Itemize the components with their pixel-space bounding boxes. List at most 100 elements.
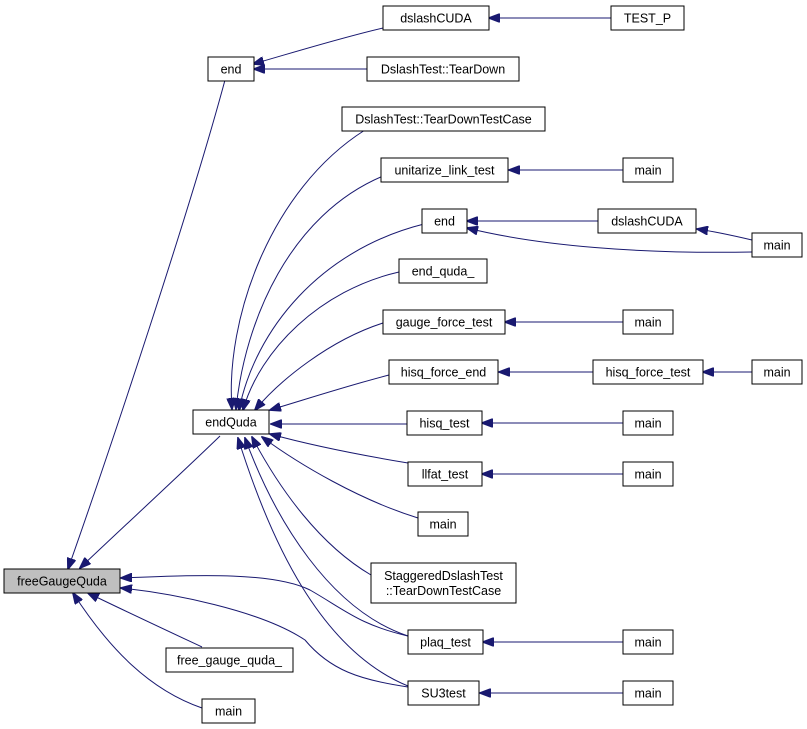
edge-dslashCUDA-to-end	[253, 27, 384, 64]
node-box	[592, 359, 704, 385]
edge-plaq_test-to-freeGaugeQuda	[121, 576, 409, 637]
node-box	[622, 680, 674, 706]
node-label: main	[634, 417, 661, 431]
node-test-p[interactable]: TEST_P	[610, 5, 685, 31]
node-dslashtest-teardown[interactable]: DslashTest::TearDown	[366, 56, 520, 82]
edge-unitarize-to-endQuda	[236, 175, 384, 409]
node-hisq-test[interactable]: hisq_test	[406, 410, 483, 436]
node-label: DslashTest::TearDown	[381, 63, 505, 77]
node-free-gauge-quda-[interactable]: free_gauge_quda_	[165, 647, 294, 673]
node-unitarize-link-test[interactable]: unitarize_link_test	[380, 157, 509, 183]
node-box	[751, 359, 803, 385]
node-end-a[interactable]: end	[207, 56, 255, 82]
node-box	[622, 309, 674, 335]
edge-hisq_force_end-to-endQuda	[270, 374, 390, 410]
node-gauge-force-test[interactable]: gauge_force_test	[382, 309, 506, 335]
node-endquda[interactable]: endQuda	[192, 409, 270, 435]
node-box	[341, 106, 546, 132]
node-box	[366, 56, 520, 82]
node-label: StaggeredDslashTest	[384, 569, 503, 583]
node-dslashtest-teardowntestcase[interactable]: DslashTest::TearDownTestCase	[341, 106, 546, 132]
node-main-gauge-force[interactable]: main	[622, 309, 674, 335]
node-box	[406, 410, 483, 436]
node-main-hisq-force[interactable]: main	[751, 359, 803, 385]
node-box	[207, 56, 255, 82]
node-main-end-b[interactable]: main	[751, 232, 803, 258]
node-llfat-test[interactable]: llfat_test	[407, 461, 483, 487]
node-label: llfat_test	[422, 468, 469, 482]
node-box	[165, 647, 294, 673]
node-box	[370, 562, 517, 604]
node-main-endquda[interactable]: main	[417, 511, 469, 537]
node-box	[622, 410, 674, 436]
node-su3test[interactable]: SU3test	[407, 680, 480, 706]
node-box	[407, 680, 480, 706]
node-box	[3, 568, 121, 594]
node-label: unitarize_link_test	[394, 164, 495, 178]
edge-main-to-dslashCUDA	[697, 229, 753, 241]
node-label: dslashCUDA	[611, 215, 683, 229]
edge-free_gauge_quda_-to-freeGaugeQuda	[88, 593, 203, 648]
node-staggereddslashtest[interactable]: StaggeredDslashTest::TearDownTestCase	[370, 562, 517, 604]
node-main-hisq[interactable]: main	[622, 410, 674, 436]
edge-SU3test-to-endQuda	[238, 438, 409, 687]
edge-endQuda-to-freeGaugeQuda	[80, 435, 221, 568]
node-box	[610, 5, 685, 31]
node-label: plaq_test	[420, 636, 471, 650]
node-label: main	[763, 239, 790, 253]
node-box	[622, 461, 674, 487]
node-label: hisq_force_test	[606, 366, 691, 380]
node-main-su3[interactable]: main	[622, 680, 674, 706]
node-label: hisq_force_end	[401, 366, 487, 380]
node-label: end	[434, 215, 455, 229]
edge-llfat_test-to-endQuda	[270, 434, 409, 464]
node-dslashcuda-a[interactable]: dslashCUDA	[382, 5, 490, 31]
node-box	[398, 258, 488, 284]
node-label: DslashTest::TearDownTestCase	[355, 113, 532, 127]
node-box	[622, 629, 674, 655]
node-box	[407, 461, 483, 487]
node-label: main	[215, 705, 242, 719]
node-main-unitarize[interactable]: main	[622, 157, 674, 183]
node-label: main	[763, 366, 790, 380]
nodes: freeGaugeQuda end dslashCUDA TEST_P DslashTe…	[3, 5, 803, 724]
node-label: dslashCUDA	[400, 12, 472, 26]
edge-plaq_test-to-endQuda	[245, 438, 409, 637]
node-box	[382, 309, 506, 335]
node-label: SU3test	[421, 687, 466, 701]
node-label: gauge_force_test	[396, 316, 493, 330]
edge-main-to-freeGaugeQuda	[73, 593, 203, 709]
node-label: end	[221, 63, 242, 77]
node-label: free_gauge_quda_	[177, 654, 283, 668]
edge-main-to-end_b	[467, 228, 753, 253]
node-box	[380, 157, 509, 183]
node-label: main	[634, 636, 661, 650]
edge-TearDownTestCase-to-endQuda	[231, 129, 366, 409]
edge-SU3test-to-freeGaugeQuda	[121, 588, 409, 688]
node-hisq-force-test[interactable]: hisq_force_test	[592, 359, 704, 385]
node-box	[192, 409, 270, 435]
node-hisq-force-end[interactable]: hisq_force_end	[388, 359, 499, 385]
node-box	[597, 208, 697, 234]
node-box	[388, 359, 499, 385]
node-dslashcuda-b[interactable]: dslashCUDA	[597, 208, 697, 234]
node-main-free[interactable]: main	[201, 698, 256, 724]
node-freegaugequda[interactable]: freeGaugeQuda	[3, 568, 121, 594]
node-label: main	[634, 316, 661, 330]
node-box	[382, 5, 490, 31]
node-label: ::TearDownTestCase	[386, 584, 501, 598]
edge-gauge_force-to-endQuda	[255, 322, 384, 410]
node-main-plaq[interactable]: main	[622, 629, 674, 655]
node-end-quda-[interactable]: end_quda_	[398, 258, 488, 284]
node-end-b[interactable]: end	[421, 208, 468, 234]
node-main-llfat[interactable]: main	[622, 461, 674, 487]
edge-end_b-to-endQuda	[239, 223, 425, 410]
node-box	[421, 208, 468, 234]
node-box	[407, 629, 484, 655]
node-label: endQuda	[205, 416, 256, 430]
node-label: main	[634, 687, 661, 701]
edge-StaggeredDslashTest-to-endQuda	[252, 437, 372, 576]
node-label: end_quda_	[412, 265, 476, 279]
node-plaq-test[interactable]: plaq_test	[407, 629, 484, 655]
